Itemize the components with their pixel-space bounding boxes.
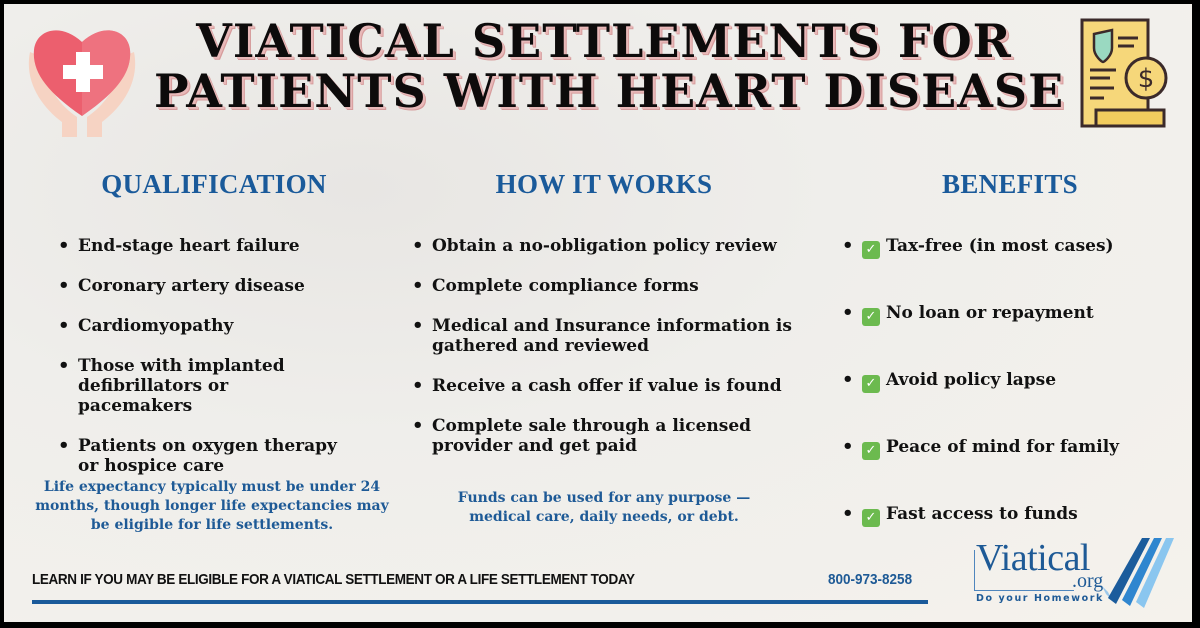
benefit-item: ✓Tax-free (in most cases) bbox=[840, 236, 1180, 259]
title-line-1: VIATICAL SETTLEMENTS FOR bbox=[196, 14, 1012, 68]
funds-note: Funds can be used for any purpose — medi… bbox=[457, 490, 751, 525]
logo-tld: .org bbox=[1072, 570, 1104, 592]
qualification-list: End-stage heart failure Coronary artery … bbox=[56, 236, 376, 476]
how-it-works-list: Obtain a no-obligation policy review Com… bbox=[410, 236, 810, 456]
policy-document-dollar-icon: $ bbox=[1080, 18, 1168, 128]
benefit-item: ✓Avoid policy lapse bbox=[840, 370, 1180, 393]
logo-tagline: Do your Homework bbox=[976, 593, 1104, 604]
qualification-item: End-stage heart failure bbox=[56, 236, 376, 256]
logo-bracket-vertical bbox=[974, 550, 975, 590]
benefits-heading: BENEFITS bbox=[942, 169, 1078, 199]
check-mark-icon: ✓ bbox=[862, 308, 880, 326]
viatical-org-logo[interactable]: Viatical .org Do your Homework bbox=[970, 536, 1180, 608]
qualification-item: Patients on oxygen therapy or hospice ca… bbox=[56, 436, 348, 476]
svg-text:$: $ bbox=[1138, 64, 1155, 94]
check-mark-icon: ✓ bbox=[862, 509, 880, 527]
step-item: Medical and Insurance information is gat… bbox=[410, 316, 792, 356]
step-item: Complete compliance forms bbox=[410, 276, 810, 296]
qualification-heading: QUALIFICATION bbox=[101, 169, 327, 199]
step-item: Complete sale through a licensed provide… bbox=[410, 416, 777, 456]
call-to-action-text: LEARN IF YOU MAY BE ELIGIBLE FOR A VIATI… bbox=[32, 571, 635, 588]
check-mark-icon: ✓ bbox=[862, 442, 880, 460]
footer-divider bbox=[32, 600, 928, 604]
heart-hands-icon bbox=[28, 30, 136, 137]
check-mark-icon: ✓ bbox=[862, 241, 880, 259]
title-line-2: PATIENTS WITH HEART DISEASE bbox=[154, 64, 1065, 118]
step-item: Obtain a no-obligation policy review bbox=[410, 236, 810, 256]
benefits-list: ✓Tax-free (in most cases) ✓No loan or re… bbox=[840, 236, 1180, 527]
qualification-item: Cardiomyopathy bbox=[56, 316, 376, 336]
step-item: Receive a cash offer if value is found bbox=[410, 376, 810, 396]
how-it-works-heading: HOW IT WORKS bbox=[495, 169, 713, 199]
logo-bracket-horizontal bbox=[974, 590, 1074, 591]
check-mark-icon: ✓ bbox=[862, 375, 880, 393]
logo-check-stripes-icon bbox=[1102, 538, 1174, 608]
benefit-item: ✓Peace of mind for family bbox=[840, 437, 1180, 460]
page-title: VIATICAL SETTLEMENTS FOR PATIENTS WITH H… bbox=[154, 14, 1065, 118]
infographic-canvas: VIATICAL SETTLEMENTS FOR PATIENTS WITH H… bbox=[4, 4, 1192, 622]
qualification-item: Coronary artery disease bbox=[56, 276, 376, 296]
phone-number-link[interactable]: 800-973-8258 bbox=[828, 571, 913, 588]
qualification-item: Those with implanted defibrillators or p… bbox=[56, 356, 348, 416]
life-expectancy-note: Life expectancy typically must be under … bbox=[35, 479, 389, 533]
benefit-item: ✓Fast access to funds bbox=[840, 504, 1180, 527]
benefit-item: ✓No loan or repayment bbox=[840, 303, 1180, 326]
logo-wordmark: Viatical bbox=[976, 537, 1091, 579]
